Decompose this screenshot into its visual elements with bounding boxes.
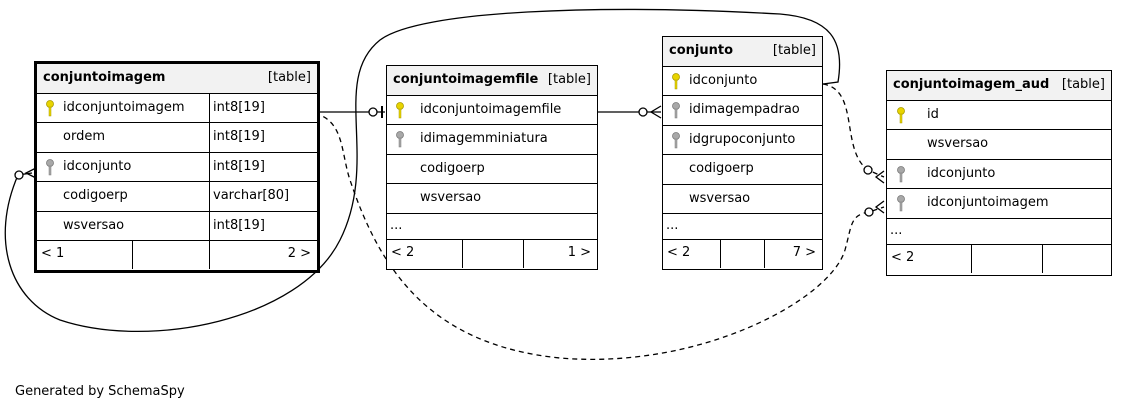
column-name: idconjuntoimagemfile (420, 102, 562, 117)
children-count[interactable]: 7 > (792, 244, 816, 260)
table-header: conjuntoimagem [table] (37, 64, 317, 94)
generated-by-label: Generated by SchemaSpy (15, 384, 185, 399)
column-name: wsversao (927, 136, 989, 152)
column-name: idconjuntoimagem (927, 195, 1049, 211)
foreign-key-icon (897, 165, 905, 183)
table-row: idimagempadrao (663, 96, 822, 126)
more-columns: ... (390, 217, 403, 233)
column-name: idimagempadrao (689, 102, 800, 118)
table-row: idgrupoconjunto (663, 126, 822, 156)
table-name: conjuntoimagem (43, 70, 166, 85)
table-footer: < 2 (887, 244, 1111, 273)
column-name: idconjunto (689, 73, 758, 88)
table-row-ellipsis: ... (387, 214, 597, 240)
column-name: wsversao (63, 217, 125, 233)
table-header: conjuntoimagem_aud [table] (887, 71, 1111, 101)
foreign-key-icon (672, 131, 680, 149)
primary-key-icon (46, 100, 54, 117)
primary-key-icon (396, 102, 404, 119)
more-columns: ... (666, 217, 679, 233)
table-row: codigoerp varchar[80] (37, 182, 317, 212)
table-row: idconjunto (663, 67, 822, 97)
table-row: idconjuntoimagem (887, 189, 1111, 219)
column-name: codigoerp (420, 160, 485, 176)
table-conjuntoimagem[interactable]: conjuntoimagem [table] idconjuntoimagem … (34, 61, 320, 273)
table-row: wsversao (387, 184, 597, 214)
foreign-key-icon (897, 195, 905, 212)
table-footer: < 2 1 > (387, 239, 597, 268)
primary-key-icon (897, 107, 905, 124)
table-row: wsversao (663, 185, 822, 214)
table-row: ordem int8[19] (37, 123, 317, 153)
children-count[interactable]: 1 > (567, 244, 591, 260)
parents-count[interactable]: < 1 (41, 245, 65, 261)
column-name: codigoerp (689, 161, 754, 177)
table-conjuntoimagemfile[interactable]: conjuntoimagemfile [table] idconjuntoima… (386, 65, 598, 270)
foreign-key-icon (672, 102, 680, 119)
relationship-conjunto-to-aud (822, 83, 885, 178)
table-conjuntoimagem_aud[interactable]: conjuntoimagem_aud [table] id wsversao i… (886, 70, 1112, 276)
table-conjunto[interactable]: conjunto [table] idconjunto idimagempadr… (662, 36, 823, 270)
parents-count[interactable]: < 2 (891, 249, 915, 265)
table-name: conjuntoimagem_aud (893, 77, 1050, 92)
column-type: int8[19] (209, 152, 317, 182)
table-header: conjunto [table] (663, 37, 822, 67)
table-header: conjuntoimagemfile [table] (387, 66, 597, 96)
foreign-key-icon (396, 131, 404, 148)
column-type: int8[19] (209, 94, 317, 123)
table-row: wsversao int8[19] (37, 211, 317, 241)
table-row: wsversao (887, 130, 1111, 160)
more-columns: ... (890, 222, 903, 238)
table-row: idconjuntoimagemfile (387, 96, 597, 126)
table-tag: [table] (547, 72, 591, 87)
column-type: int8[19] (209, 211, 317, 240)
column-name: wsversao (689, 190, 751, 206)
column-name: wsversao (420, 190, 482, 206)
table-tag: [table] (267, 70, 311, 85)
parents-count[interactable]: < 2 (667, 244, 691, 260)
column-name: idgrupoconjunto (689, 131, 796, 147)
table-footer: < 1 2 > (37, 240, 317, 269)
table-name: conjuntoimagemfile (393, 72, 539, 87)
foreign-key-icon (46, 158, 54, 176)
parents-count[interactable]: < 2 (391, 244, 415, 260)
column-name: idconjunto (927, 165, 996, 181)
table-row: id (887, 101, 1111, 131)
column-name: codigoerp (63, 188, 128, 204)
relationship-imagem-to-aud (305, 111, 885, 360)
table-row: idconjunto int8[19] (37, 152, 317, 183)
column-type: int8[19] (209, 123, 317, 152)
table-tag: [table] (1061, 77, 1105, 92)
relationship-conjunto-to-imagem (4, 8, 841, 333)
column-name: idimagemminiatura (420, 131, 548, 147)
table-row: codigoerp (387, 155, 597, 185)
table-row: codigoerp (663, 155, 822, 185)
table-tag: [table] (772, 43, 816, 58)
table-row-ellipsis: ... (663, 214, 822, 240)
table-row-ellipsis: ... (887, 219, 1111, 245)
column-name: id (927, 107, 939, 122)
primary-key-icon (672, 73, 680, 90)
column-type: varchar[80] (209, 182, 317, 211)
table-footer: < 2 7 > (663, 239, 822, 268)
column-name: ordem (63, 129, 105, 145)
table-name: conjunto (669, 43, 734, 58)
table-row: idconjunto (887, 160, 1111, 190)
column-name: idconjuntoimagem (63, 100, 185, 115)
children-count[interactable]: 2 > (287, 245, 311, 261)
column-name: idconjunto (63, 158, 132, 174)
table-row: idimagemminiatura (387, 125, 597, 155)
table-row: idconjuntoimagem int8[19] (37, 94, 317, 124)
